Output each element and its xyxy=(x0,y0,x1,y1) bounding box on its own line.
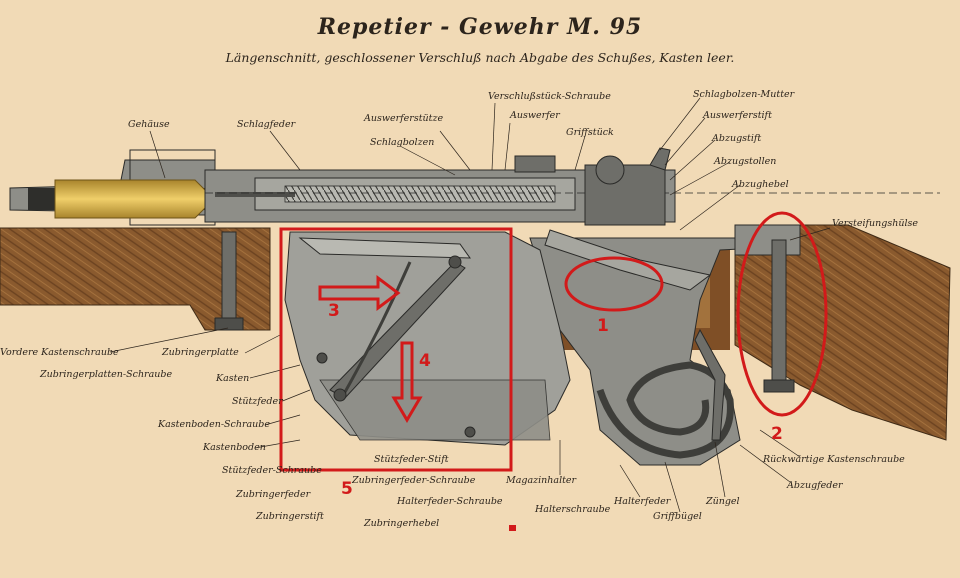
label-abzugstift: Abzugstift xyxy=(712,133,762,144)
label-auswerferstift: Auswerferstift xyxy=(703,110,772,121)
mainspring xyxy=(284,185,556,203)
cartridge-case xyxy=(54,179,206,219)
magazine-pivot-3 xyxy=(464,426,476,438)
label-stuetzfeder-schraube: Stützfeder-Schraube xyxy=(222,465,322,476)
label-verschlussstueck-schraube: Verschlußstück-Schraube xyxy=(488,91,611,102)
label-halterschraube: Halterschraube xyxy=(535,504,611,515)
label-halterfeder: Halterfeder xyxy=(614,496,671,507)
annotation-dot xyxy=(509,525,516,531)
label-griffstueck: Griffstück xyxy=(566,127,614,138)
bolt-handle-ball xyxy=(595,155,625,185)
annotation-number-3: 3 xyxy=(328,301,340,321)
label-zubringerfeder-schraube: Zubringerfeder-Schraube xyxy=(352,475,476,486)
rear-guard-screw xyxy=(771,239,787,381)
label-abzughebel: Abzughebel xyxy=(732,179,789,190)
magazine-pivot-2 xyxy=(448,255,462,269)
label-magazinhalter: Magazinhalter xyxy=(506,475,577,486)
label-rueckwaertige-kastenschraube: Rückwärtige Kastenschraube xyxy=(763,454,905,465)
label-zuengel: Züngel xyxy=(706,496,740,507)
label-zubringerplatten-schraube: Zubringerplatten-Schraube xyxy=(40,369,173,380)
annotation-ellipse-2 xyxy=(736,211,828,417)
butt-stock xyxy=(734,224,951,441)
firing-pin xyxy=(215,192,295,197)
label-auswerferstuetze: Auswerferstütze xyxy=(364,113,444,124)
recoil-block xyxy=(734,224,801,256)
label-vordere-kastenschraube: Vordere Kastenschraube xyxy=(0,347,119,358)
label-stuetzfeder-stift: Stützfeder-Stift xyxy=(374,454,449,465)
label-schlagfeder: Schlagfeder xyxy=(237,119,296,130)
annotation-number-2: 2 xyxy=(771,424,783,444)
magazine-pivot-1 xyxy=(333,388,347,402)
rear-guard-screw-head xyxy=(763,379,795,393)
label-schlagbolzen: Schlagbolzen xyxy=(370,137,435,148)
trigger xyxy=(694,328,726,441)
receiver-top-bump xyxy=(514,155,556,173)
label-gehaeuse: Gehäuse xyxy=(128,119,170,130)
label-abzugfeder: Abzugfeder xyxy=(787,480,843,491)
annotation-box-5 xyxy=(279,227,513,472)
label-auswerfer: Auswerfer xyxy=(510,110,560,121)
label-zubringerfeder: Zubringerfeder xyxy=(236,489,311,500)
label-zubringerplatte: Zubringerplatte xyxy=(162,347,239,358)
front-guard-screw xyxy=(221,231,237,323)
label-versteifungshuelse: Versteifungshülse xyxy=(832,218,918,229)
follower-plate xyxy=(298,237,471,259)
annotation-ellipse-1 xyxy=(564,256,664,312)
label-griffbuegel: Griffbügel xyxy=(653,511,702,522)
annotation-arrow-3 xyxy=(318,275,401,311)
label-schlagbolzen-mutter: Schlagbolzen-Mutter xyxy=(693,89,795,100)
follower-spring xyxy=(343,261,412,393)
diagram-title: Repetier - Gewehr M. 95 xyxy=(317,14,643,40)
front-guard-screw-head xyxy=(214,317,244,331)
label-halterfeder-schraube: Halterfeder-Schraube xyxy=(397,496,503,507)
label-kastenboden: Kastenboden xyxy=(203,442,266,453)
annotation-number-5: 5 xyxy=(341,479,353,499)
label-kasten: Kasten xyxy=(216,373,250,384)
magazine-lower xyxy=(319,379,551,441)
annotation-arrow-4 xyxy=(391,341,423,423)
label-zubringerstift: Zubringerstift xyxy=(256,511,324,522)
label-kastenboden-schraube: Kastenboden-Schraube xyxy=(158,419,271,430)
diagram-subtitle: Längenschnitt, geschlossener Verschluß n… xyxy=(225,50,735,65)
magazine-pivot-4 xyxy=(316,352,328,364)
trigger-guard xyxy=(596,361,734,459)
annotation-number-1: 1 xyxy=(597,316,609,336)
label-stuetzfeder: Stützfeder xyxy=(232,396,283,407)
annotation-number-4: 4 xyxy=(419,351,431,371)
label-abzugstollen: Abzugstollen xyxy=(714,156,777,167)
label-zubringerhebel: Zubringerhebel xyxy=(364,518,440,529)
front-stock xyxy=(0,227,271,331)
